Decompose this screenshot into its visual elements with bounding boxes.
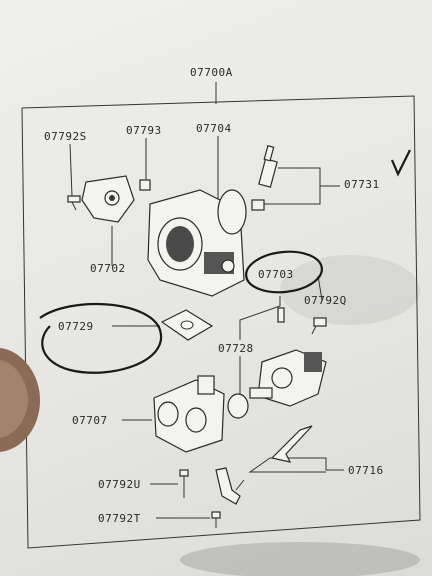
part-label-07707: 07707	[72, 414, 108, 427]
part-label-07702: 07702	[90, 262, 126, 275]
handdrawn-circle-07703	[245, 250, 323, 294]
gasket-07729	[160, 309, 214, 341]
assembly-label: 07700A	[190, 66, 233, 79]
bolt-07792T	[211, 511, 221, 528]
leader-07703	[317, 275, 323, 301]
smudge	[280, 255, 420, 325]
part-label-07716: 07716	[348, 464, 384, 477]
oring-07728	[227, 393, 249, 419]
idle-air-valve	[249, 349, 327, 407]
part-label-07728: 07728	[218, 342, 254, 355]
finger	[0, 360, 28, 438]
part-label-07792U: 07792U	[98, 478, 141, 491]
part-label-07729: 07729	[58, 320, 94, 333]
leader-07792S	[69, 143, 73, 197]
smudge	[180, 542, 420, 576]
handdrawn-circle-07729	[39, 303, 163, 374]
screw-07792S	[67, 195, 81, 211]
part-label-07792S: 07792S	[44, 130, 87, 143]
clip-07716	[215, 467, 241, 505]
bolt-07792U	[179, 469, 189, 498]
leader-07716-b	[235, 479, 245, 491]
part-label-07792Q: 07792Q	[304, 294, 347, 307]
bracket-07716	[270, 425, 313, 463]
leader-07716	[248, 457, 344, 473]
sensor-07731	[251, 144, 278, 211]
throttle-body	[147, 189, 247, 297]
bushing-07793	[139, 179, 151, 191]
part-label-07731: 07731	[344, 178, 380, 191]
pin-07728	[277, 307, 285, 323]
lower-body-07707	[153, 375, 225, 453]
part-label-07792T: 07792T	[98, 512, 141, 525]
part-label-07704: 07704	[196, 122, 232, 135]
part-label-07793: 07793	[126, 124, 162, 137]
part-label-07703: 07703	[258, 268, 294, 281]
leader-07728	[239, 296, 281, 340]
screw-07792Q	[311, 317, 327, 335]
sensor-07702	[81, 175, 135, 223]
handdrawn-check	[390, 149, 411, 177]
